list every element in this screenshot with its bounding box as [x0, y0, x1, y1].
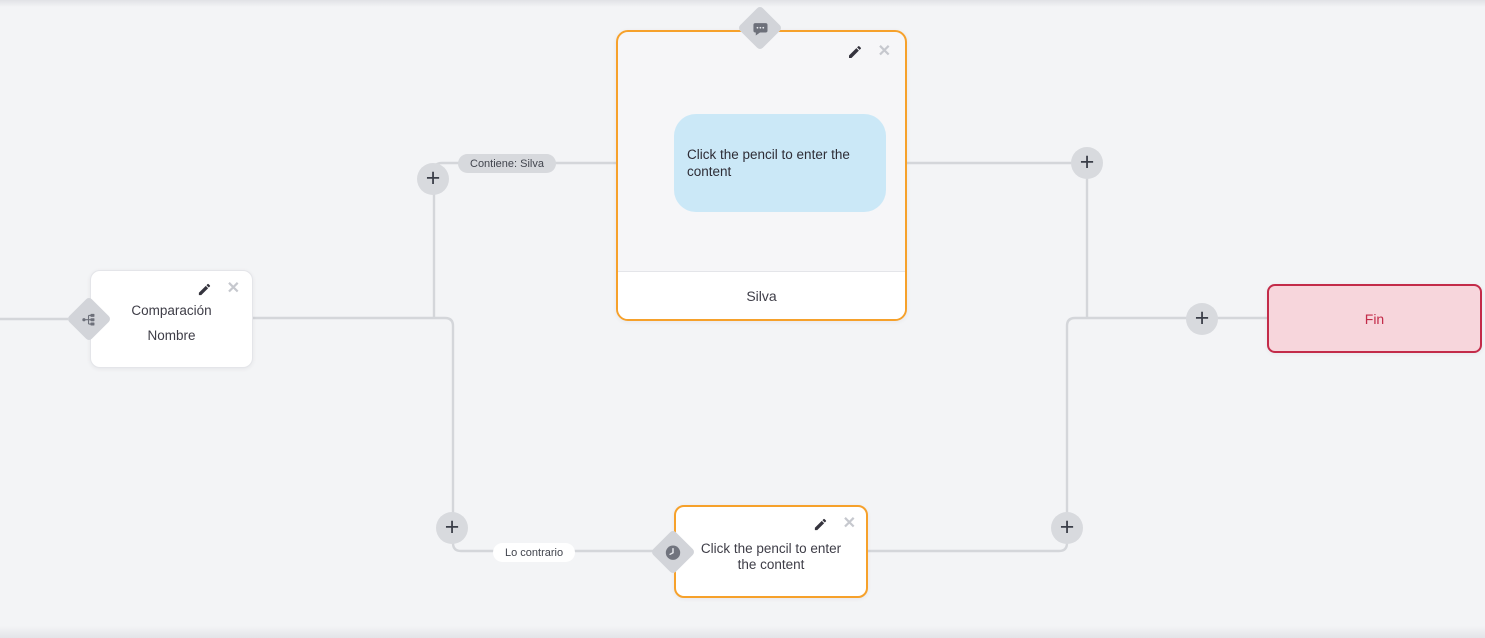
clock-icon [665, 544, 682, 561]
bottom-edge-shadow [0, 626, 1485, 638]
wire-false-branch [253, 316, 656, 553]
pencil-icon [198, 283, 210, 295]
delete-button[interactable]: ✕ [877, 43, 891, 60]
message-placeholder-text: Click the pencil to enter the content [687, 147, 850, 179]
branch-icon [82, 312, 97, 327]
edit-button[interactable] [813, 517, 828, 532]
end-node-label: Fin [1364, 310, 1385, 327]
question-placeholder-text: Click the pencil to enter the content [700, 540, 842, 572]
pencil-icon [848, 45, 861, 58]
add-node-button-question-out[interactable]: + [1051, 512, 1083, 544]
plus-icon: + [1194, 303, 1210, 332]
edge-label-contains: Contiene: Silva [458, 154, 556, 173]
message-node[interactable]: ✕ Click the pencil to enter the content … [616, 30, 907, 321]
condition-title-line1: Comparación [131, 303, 212, 318]
add-node-button-before-end[interactable]: + [1186, 303, 1218, 335]
message-node-footer: Silva [618, 271, 905, 319]
pencil-icon [814, 518, 826, 530]
add-node-button-message-out[interactable]: + [1071, 147, 1103, 179]
message-footer-label: Silva [746, 287, 777, 304]
delete-button[interactable]: ✕ [842, 515, 856, 532]
top-edge-shadow [0, 0, 1485, 7]
message-node-handle[interactable] [737, 5, 783, 51]
question-node-handle[interactable] [650, 529, 696, 575]
question-node[interactable]: ✕ Click the pencil to enter the content [674, 505, 868, 598]
plus-icon: + [444, 512, 460, 541]
condition-node-handle[interactable] [66, 296, 112, 342]
delete-button[interactable]: ✕ [226, 280, 240, 297]
end-node[interactable]: Fin [1267, 284, 1482, 353]
plus-icon: + [425, 163, 441, 192]
edit-button[interactable] [847, 44, 863, 60]
add-node-button-false-branch[interactable]: + [436, 512, 468, 544]
edit-button[interactable] [197, 282, 212, 297]
wire-true-branch [432, 161, 616, 318]
condition-node[interactable]: ✕ Comparación Nombre [90, 270, 253, 368]
chat-bubble-icon [752, 21, 769, 36]
message-preview-bubble: Click the pencil to enter the content [674, 114, 886, 212]
edge-label-otherwise: Lo contrario [493, 543, 576, 562]
add-node-button-true-branch[interactable]: + [417, 163, 449, 195]
plus-icon: + [1059, 512, 1075, 541]
plus-icon: + [1079, 147, 1095, 176]
wire-to-end [868, 316, 1267, 553]
condition-title-line2: Nombre [147, 328, 196, 343]
wire-message-out [907, 161, 1089, 318]
